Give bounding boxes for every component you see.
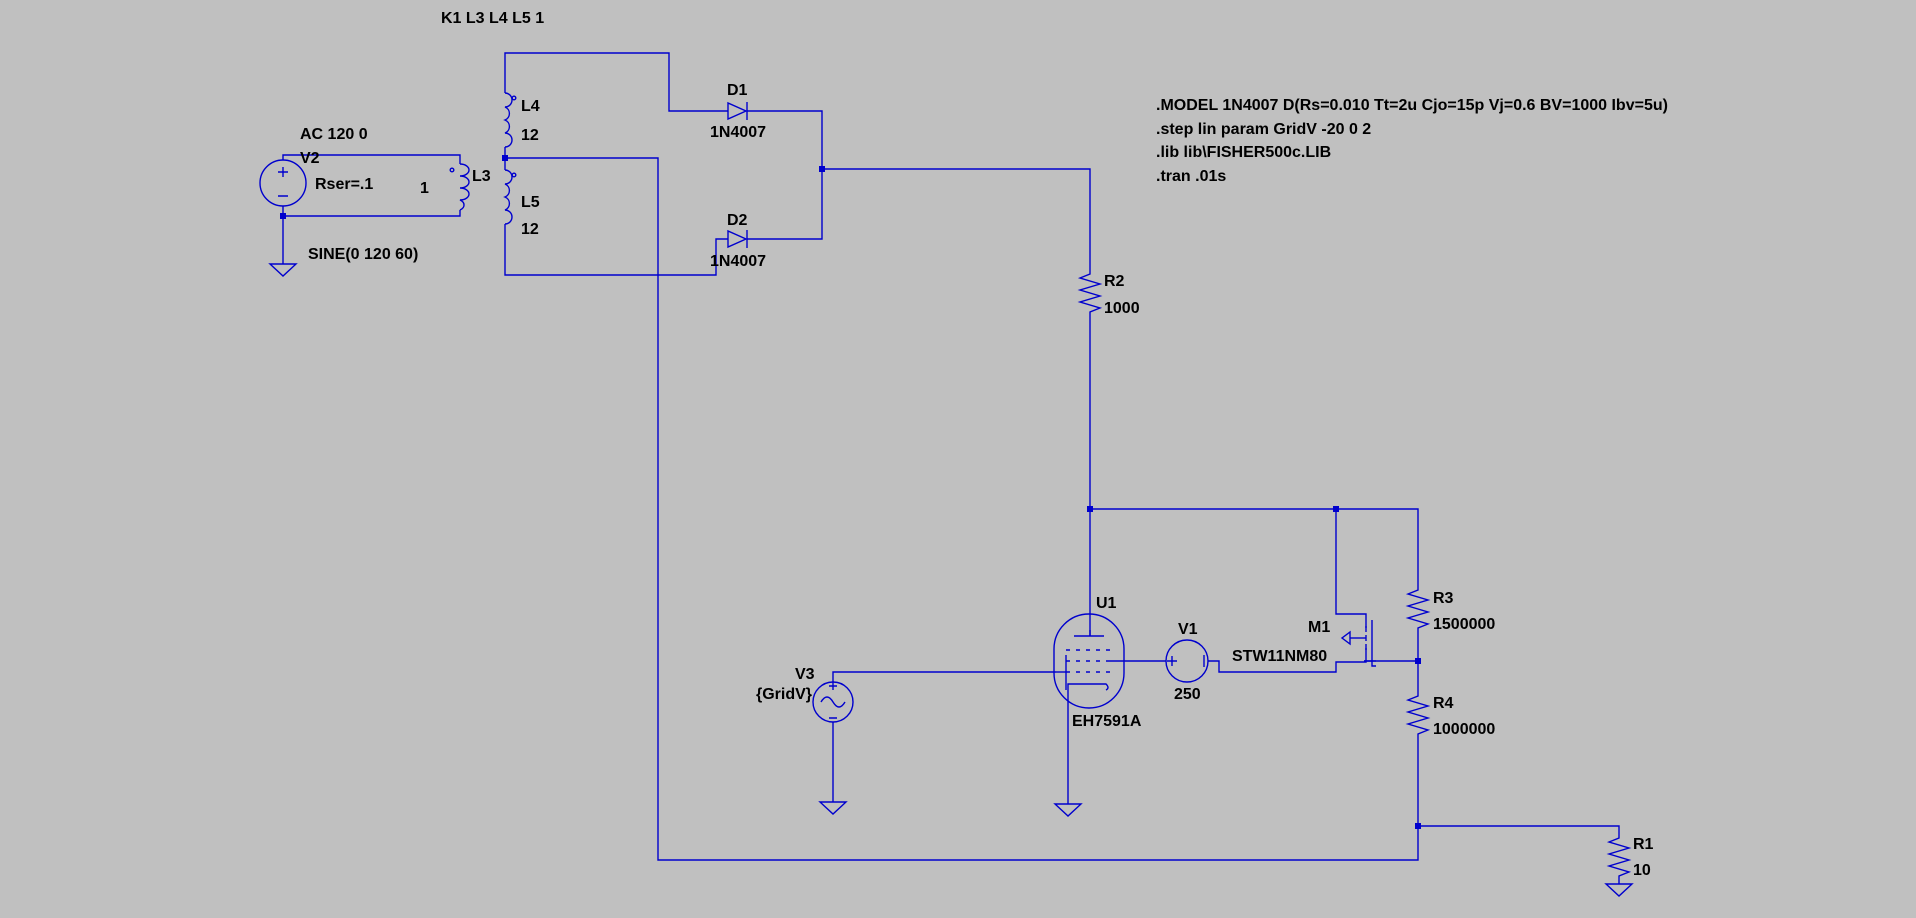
inductor-icon[interactable] [503,169,517,225]
ground-icon [268,263,298,277]
ground-icon [1053,803,1083,817]
wire-d1-cathode [747,110,823,240]
v1-name-label: V1 [1178,621,1198,638]
v1-value-label: 250 [1174,686,1201,703]
d2-name-label: D2 [727,212,748,229]
sine-source-icon[interactable] [812,681,854,723]
wire-source-to-v1 [1208,660,1348,673]
wire-center-tap-return [505,157,1419,861]
inductor-icon[interactable] [449,163,470,211]
ground-icon [1604,883,1634,897]
mosfet-icon[interactable] [1340,613,1376,667]
resistor-icon[interactable] [1077,268,1103,318]
l4-name-label: L4 [521,98,540,115]
r4-value-label: 1000000 [1433,721,1495,738]
junction-v2-ground [280,213,286,219]
r3-name-label: R3 [1433,590,1454,607]
r2-value-label: 1000 [1104,300,1140,317]
resistor-icon[interactable] [1405,584,1431,634]
wire-l4-top-to-d1 [504,52,728,112]
junction-rectifier [819,166,825,172]
d1-value-label: 1N4007 [710,124,766,141]
v2-ac-label: AC 120 0 [300,126,368,143]
diode-icon[interactable] [727,229,748,249]
resistor-icon[interactable] [1405,690,1431,740]
model-directive: .MODEL 1N4007 D(Rs=0.010 Tt=2u Cjo=15p V… [1156,97,1668,114]
voltage-source-icon[interactable] [1165,639,1209,683]
l3-value-label: 1 [420,180,429,197]
diode-icon[interactable] [727,101,748,121]
r3-value-label: 1500000 [1433,616,1495,633]
l4-value-label: 12 [521,127,539,144]
ground-icon [818,801,848,815]
wire-rectifier-to-r2 [822,168,1091,268]
l5-value-label: 12 [521,221,539,238]
coupling-directive: K1 L3 L4 L5 1 [441,10,544,27]
v2-rser-label: Rser=.1 [315,176,373,193]
junctions [280,155,1421,829]
lib-directive: .lib lib\FISHER500c.LIB [1156,144,1331,161]
junction-center-tap [502,155,508,161]
tran-directive: .tran .01s [1156,168,1226,185]
r1-value-label: 10 [1633,862,1651,879]
vacuum-tube-icon[interactable] [1053,613,1125,709]
junction-bplus [1087,506,1093,512]
r4-name-label: R4 [1433,695,1454,712]
v2-name-label: V2 [300,150,320,167]
wire-bplus-to-drain [1335,509,1348,615]
junction-drain [1333,506,1339,512]
wire-l5-bottom-to-d2 [504,236,728,276]
d2-value-label: 1N4007 [710,253,766,270]
l3-name-label: L3 [472,168,491,185]
v3-value-label: {GridV} [756,686,812,703]
junction-return [1415,823,1421,829]
wire-primary-loop [282,154,461,217]
step-directive: .step lin param GridV -20 0 2 [1156,121,1371,138]
junction-gate-divider [1415,658,1421,664]
wire-grid-to-v3 [832,671,1056,682]
d1-name-label: D1 [727,82,748,99]
l5-name-label: L5 [521,194,540,211]
resistor-icon[interactable] [1606,832,1632,884]
m1-name-label: M1 [1308,619,1330,636]
wire-bplus-rail [1090,508,1419,584]
r1-name-label: R1 [1633,836,1654,853]
r2-name-label: R2 [1104,273,1125,290]
v3-name-label: V3 [795,666,815,683]
inductor-icon[interactable] [503,92,517,148]
u1-name-label: U1 [1096,595,1117,612]
v2-value-label: SINE(0 120 60) [308,246,418,263]
labels: K1 L3 L4 L5 1 .MODEL 1N4007 D(Rs=0.010 T… [300,10,1668,879]
m1-value-label: STW11NM80 [1232,648,1327,665]
voltage-source-icon[interactable] [259,157,307,208]
u1-value-label: EH7591A [1072,713,1142,730]
